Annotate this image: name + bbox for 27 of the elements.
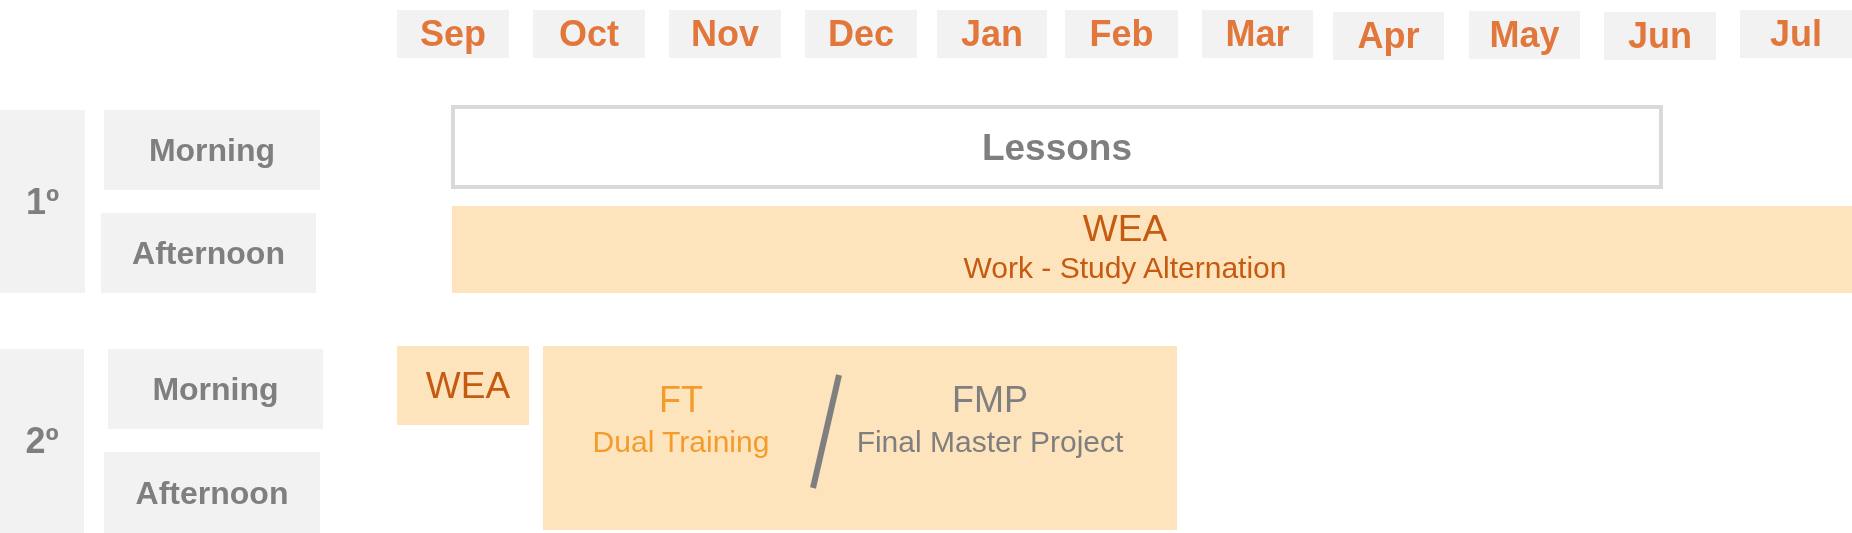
session-header: Morning bbox=[104, 110, 320, 190]
month-header: Jan bbox=[937, 10, 1047, 58]
month-header: Feb bbox=[1065, 10, 1178, 58]
period-title: WEA bbox=[1082, 207, 1168, 251]
month-header: Apr bbox=[1333, 12, 1444, 60]
period-bar: WEA bbox=[397, 346, 529, 425]
month-header: Sep bbox=[397, 10, 509, 58]
period-title: FMP bbox=[951, 378, 1029, 422]
period-subtitle: Dual Training bbox=[591, 425, 771, 460]
month-header: Mar bbox=[1202, 10, 1313, 58]
period-bar bbox=[452, 206, 1852, 293]
year-header: 2º bbox=[0, 349, 84, 533]
period-subtitle: Final Master Project bbox=[855, 425, 1125, 460]
month-header: May bbox=[1469, 11, 1580, 59]
session-header: Afternoon bbox=[101, 213, 316, 293]
month-header: Jun bbox=[1604, 12, 1716, 60]
session-header: Afternoon bbox=[104, 452, 320, 533]
year-header: 1º bbox=[0, 110, 85, 293]
month-header: Dec bbox=[805, 10, 917, 58]
month-header: Nov bbox=[669, 10, 781, 58]
period-bar bbox=[543, 346, 1177, 530]
month-header: Jul bbox=[1740, 10, 1852, 58]
month-header: Oct bbox=[533, 10, 645, 58]
period-bar: Lessons bbox=[451, 105, 1663, 189]
period-title: FT bbox=[658, 378, 704, 422]
session-header: Morning bbox=[108, 349, 323, 429]
period-subtitle: Work - Study Alternation bbox=[963, 250, 1287, 285]
